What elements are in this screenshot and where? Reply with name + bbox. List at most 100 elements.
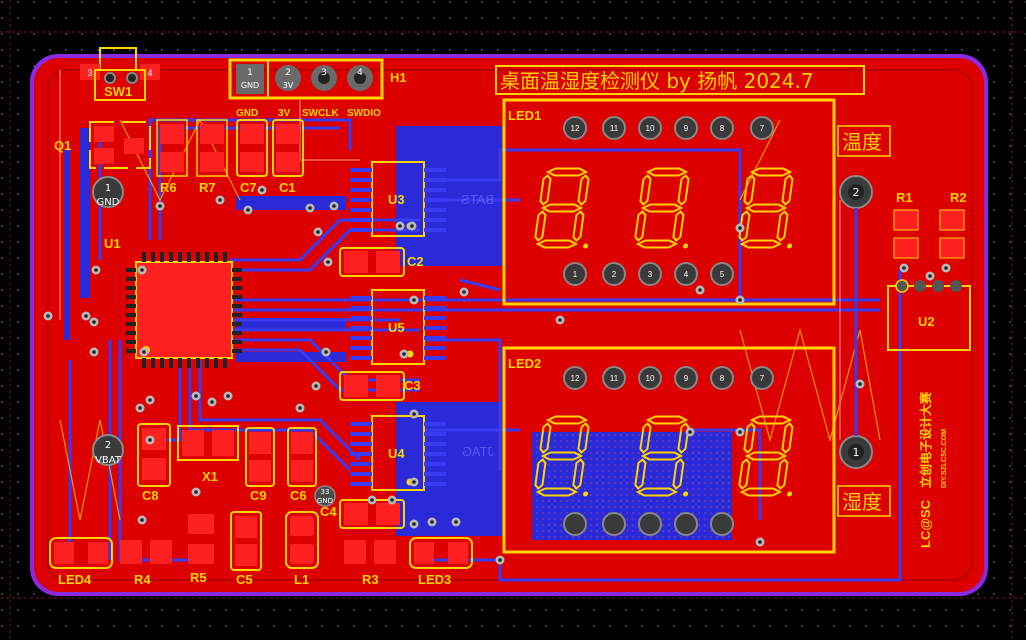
led-pin[interactable]: 10	[638, 116, 662, 140]
led-pin[interactable]	[674, 512, 698, 536]
crystal-x1[interactable]: X1	[177, 425, 239, 484]
led-pin[interactable]: 7	[750, 116, 774, 140]
resistor-r2[interactable]: R2	[939, 190, 967, 259]
sensor-post-bottom[interactable]: 1	[839, 435, 873, 469]
led-pin-num: 12	[571, 374, 580, 383]
sw1-pin3: 3	[87, 68, 92, 78]
sensor-post-top[interactable]: 2	[839, 175, 873, 209]
testpoint-gnd[interactable]: 33 GND	[314, 485, 336, 507]
c8-ref: C8	[142, 488, 159, 503]
led-pin[interactable]: 3	[638, 262, 662, 286]
led-pin-num: 1	[573, 270, 578, 279]
resistor-r4[interactable]: R4	[120, 540, 172, 587]
led-pin[interactable]: 9	[674, 116, 698, 140]
led-pin[interactable]: 9	[674, 366, 698, 390]
seven-segment-digit	[534, 415, 590, 497]
led-pin-num: 2	[612, 270, 617, 279]
resistor-r5[interactable]: R5	[188, 514, 214, 585]
h1-pin2-num: 2	[285, 68, 291, 78]
sw1-pin4: 4	[147, 68, 152, 78]
resistor-r1[interactable]: R1	[893, 190, 919, 259]
led-pin[interactable]	[710, 512, 734, 536]
led-pin-num: 11	[610, 374, 619, 383]
h1-pin2-net: 3V	[283, 81, 294, 90]
c1-ref: C1	[279, 180, 296, 195]
u5-ref: U5	[388, 320, 405, 335]
capacitor-c4[interactable]: C4	[320, 499, 405, 529]
led-led3[interactable]: LED3	[409, 537, 473, 587]
switch-sw1[interactable]: 3 4 SW1	[80, 47, 160, 101]
led-pin[interactable]	[563, 512, 587, 536]
r4-ref: R4	[134, 572, 151, 587]
label-humidity: 湿度	[837, 485, 891, 517]
h1-label-swdio: SWDIO	[347, 108, 381, 119]
led-pin-num: 7	[760, 374, 765, 383]
led-pin-num: 5	[720, 270, 725, 279]
header-h1[interactable]: 1 GND 2 3V 3 4 H1 GND 3V SWCLK SWDIO	[228, 58, 407, 119]
h1-label-3v: 3V	[278, 108, 291, 119]
led-pin[interactable]: 11	[602, 366, 626, 390]
humidity-label: 湿度	[842, 490, 882, 514]
seven-segment-digit	[634, 415, 690, 497]
inductor-l1[interactable]: L1	[285, 511, 319, 587]
led-pin[interactable]: 12	[563, 116, 587, 140]
mount-hole-gnd[interactable]: 1 GND	[92, 176, 124, 208]
led-pin[interactable]: 11	[602, 116, 626, 140]
vbat-hole-num: 2	[105, 440, 111, 451]
led-pin[interactable]	[638, 512, 662, 536]
led-pin[interactable]: 7	[750, 366, 774, 390]
led-pin-num: 9	[684, 374, 689, 383]
led4-ref: LED4	[58, 572, 92, 587]
ic-u1[interactable]: U1	[104, 236, 242, 368]
capacitor-c6[interactable]: C6	[287, 427, 317, 503]
l1-ref: L1	[294, 572, 309, 587]
board-title: 桌面温湿度检测仪 by 扬帆 2024.7	[495, 65, 865, 95]
led-pin[interactable]: 10	[638, 366, 662, 390]
led1-ref: LED1	[508, 108, 541, 123]
c4-ref: C4	[320, 504, 337, 519]
led-pin-num: 10	[646, 124, 655, 133]
led-pin[interactable]: 4	[674, 262, 698, 286]
resistor-r6[interactable]: R6	[156, 119, 188, 195]
temperature-label: 温度	[842, 130, 882, 154]
c5-ref: C5	[236, 572, 253, 587]
h1-pin1-net: GND	[241, 81, 259, 90]
led-led4[interactable]: LED4	[49, 537, 113, 587]
capacitor-c3[interactable]: C3	[339, 371, 421, 401]
resistor-r3[interactable]: R3	[344, 540, 396, 587]
led-pin[interactable]: 8	[710, 116, 734, 140]
led-pin[interactable]: 12	[563, 366, 587, 390]
led-pin[interactable]: 1	[563, 262, 587, 286]
led-pin-num: 3	[648, 270, 653, 279]
u4-ref: U4	[388, 446, 405, 461]
capacitor-c7[interactable]: C7	[236, 119, 268, 195]
transistor-q1[interactable]: Q1	[54, 121, 151, 169]
seven-segment-digit	[534, 167, 590, 249]
bottom-silk-bats: BATS	[461, 192, 494, 207]
capacitor-c1[interactable]: C1	[272, 119, 304, 195]
c9-ref: C9	[250, 488, 267, 503]
resistor-r7[interactable]: R7	[196, 119, 228, 195]
sensor-post-bottom-num: 1	[853, 446, 860, 459]
capacitor-c5[interactable]: C5	[230, 511, 262, 587]
mount-hole-vbat[interactable]: 2 VBAT	[92, 434, 124, 466]
r6-ref: R6	[160, 180, 177, 195]
led-pin[interactable]: 8	[710, 366, 734, 390]
led-pin[interactable]	[602, 512, 626, 536]
u1-ref: U1	[104, 236, 121, 251]
q1-ref: Q1	[54, 138, 71, 153]
capacitor-c9[interactable]: C9	[245, 427, 275, 503]
seven-segment-digit	[738, 167, 794, 249]
capacitor-c2[interactable]: C2	[339, 247, 424, 277]
led-pin-num: 10	[646, 374, 655, 383]
sensor-u2[interactable]: U2	[887, 279, 971, 351]
x1-ref: X1	[202, 469, 218, 484]
led-pin[interactable]: 2	[602, 262, 626, 286]
led-pin[interactable]: 5	[710, 262, 734, 286]
c3-ref: C3	[404, 378, 421, 393]
sensor-post-top-num: 2	[853, 186, 860, 199]
led-pin-num: 7	[760, 124, 765, 133]
